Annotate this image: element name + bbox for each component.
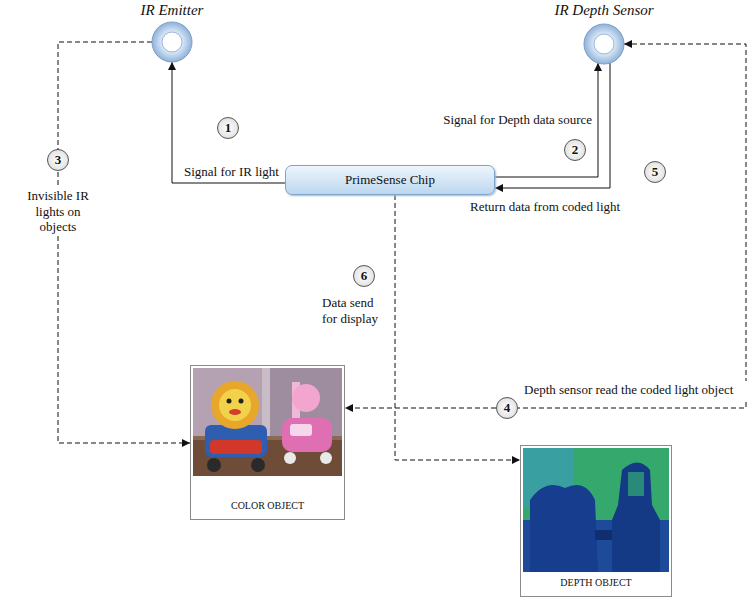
node-title: IR Depth Sensor [551, 2, 657, 19]
chip-box: PrimeSense Chip [285, 165, 495, 195]
color-photo [193, 368, 342, 476]
ring-inner [594, 34, 614, 54]
ring-inner [162, 32, 182, 52]
connector [345, 40, 746, 412]
connector-line [172, 62, 285, 183]
image-box: COLOR OBJECT [190, 365, 345, 520]
image-caption: COLOR OBJECT [231, 500, 304, 511]
callout-number: 3 [47, 149, 69, 171]
edge-label: Data send for display [322, 295, 388, 326]
connector [495, 63, 610, 192]
ring-outer [152, 22, 192, 62]
depth-photo [523, 448, 669, 572]
connector [395, 195, 520, 464]
ring-outer [584, 24, 624, 64]
edge-label: Depth sensor read the coded light object [522, 381, 750, 399]
callout-number: 4 [496, 397, 518, 419]
edge-label: Invisible IR lights on objects [24, 187, 92, 236]
callout-number: 6 [353, 265, 375, 287]
arrowhead [345, 404, 353, 412]
arrowhead [182, 439, 190, 447]
connector-line [395, 195, 520, 460]
image-caption: DEPTH OBJECT [560, 577, 631, 588]
sensor-node: IR Depth Sensor [551, 2, 657, 66]
connector [58, 42, 190, 447]
sensor-node: IR Emitter [138, 2, 207, 64]
arrowhead [594, 63, 602, 71]
arrowhead [495, 184, 503, 192]
connector-line [345, 44, 746, 408]
connector-line [58, 42, 190, 443]
edge-label: Signal for IR light [184, 164, 279, 180]
edge-label: Return data from coded light [470, 199, 620, 215]
connector [168, 62, 285, 183]
callout-number: 1 [217, 117, 239, 139]
image-box: DEPTH OBJECT [520, 445, 672, 597]
ring-symbol [150, 20, 194, 64]
chip-label: PrimeSense Chip [345, 172, 435, 188]
arrowhead [168, 62, 176, 70]
ring-symbol [582, 22, 626, 66]
callout-number: 5 [644, 161, 666, 183]
arrowhead [624, 40, 632, 48]
node-title: IR Emitter [138, 2, 207, 19]
edge-label: Signal for Depth data source [443, 112, 592, 128]
callout-number: 2 [564, 139, 586, 161]
arrowhead [512, 456, 520, 464]
